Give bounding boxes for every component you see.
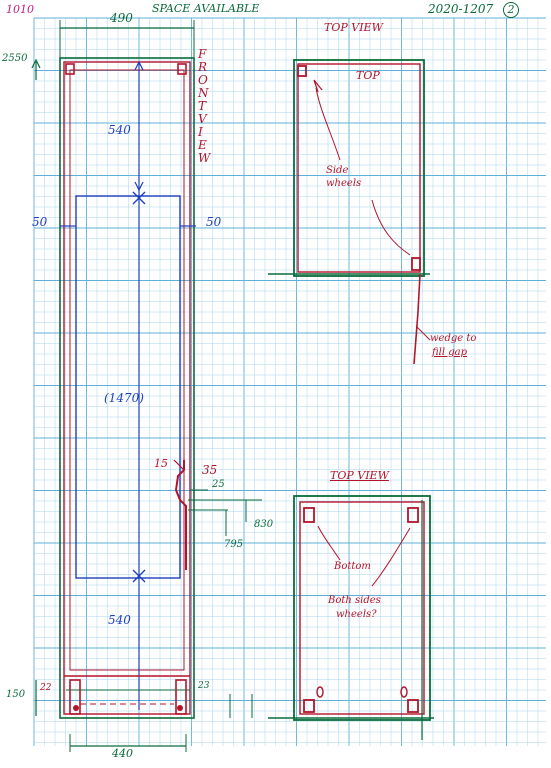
top-view-1-inner [297, 63, 421, 273]
wheel-icon [407, 507, 419, 523]
wedge-note-line-2: fill gap [432, 347, 468, 358]
wedge-note-line-1: wedge to [430, 333, 477, 344]
top-view-2-drawing [268, 495, 434, 740]
wheels-question-note: wheels? [336, 609, 377, 620]
wheel-icon [73, 705, 79, 711]
top-view-1-top-label: TOP [356, 69, 380, 82]
pointer-line [415, 325, 431, 341]
wheel-icon [303, 507, 315, 523]
side-wheel-icon [297, 65, 307, 77]
front-opening-blue [75, 195, 181, 579]
arrow-down-icon [134, 181, 144, 192]
wheel-icon [303, 699, 315, 713]
base-foot-right [175, 679, 187, 715]
top-view-2-outer [293, 495, 431, 721]
dim-label-150: 150 [6, 689, 26, 700]
both-sides-note: Both sides [328, 595, 381, 606]
dim-label-540-bottom: 540 [108, 613, 131, 627]
sheet-date: 2020-1207 [428, 2, 494, 16]
top-view-2-title: TOP VIEW [330, 469, 389, 482]
pointer-line [315, 87, 341, 161]
top-view-2-inner [299, 501, 425, 715]
hinge-icon [177, 63, 187, 75]
front-inner-red [69, 69, 185, 671]
wheel-icon [316, 686, 324, 698]
dim-label-35: 35 [202, 463, 218, 477]
dim-label-25: 25 [212, 479, 225, 490]
front-view-drawing [31, 20, 262, 752]
pointer-line [371, 199, 411, 256]
hinge-icon [65, 63, 75, 75]
pointer-line [371, 527, 411, 587]
top-view-1-title: TOP VIEW [324, 21, 383, 34]
dim-label-2550: 2550 [2, 53, 28, 64]
front-view-label: FRONT VIEW [198, 47, 211, 165]
dim-label-795: 795 [224, 539, 244, 550]
notch-tick [173, 459, 185, 471]
dim-label-830: 830 [254, 519, 274, 530]
base-foot-left [69, 679, 81, 715]
side-wheels-note: Side wheels [326, 165, 362, 189]
dim-label-1470: (1470) [104, 391, 144, 405]
dim-label-490: 490 [110, 11, 133, 25]
dim-label-23: 23 [198, 681, 210, 691]
dim-label-540-top: 540 [108, 123, 131, 137]
dim-label-50-right: 50 [206, 215, 222, 229]
arrow-up-icon [31, 58, 41, 69]
bottom-note: Bottom [334, 561, 371, 572]
sheet-number: 2 [503, 2, 519, 18]
space-available-title: SPACE AVAILABLE [152, 2, 260, 15]
dim-label-15: 15 [154, 457, 168, 470]
cross-mark-icon [132, 569, 146, 583]
pointer-line [317, 525, 341, 561]
wedge-shape [413, 273, 421, 365]
top-view-1-outer [293, 59, 425, 277]
wheel-icon [177, 705, 183, 711]
cross-mark-icon [132, 191, 146, 205]
dim-label-50-left: 50 [32, 215, 48, 229]
top-view-1-drawing [268, 59, 431, 365]
arrow-icon [313, 79, 323, 93]
wheel-icon [400, 686, 408, 698]
sheet-code: 1010 [6, 3, 34, 16]
dim-label-22: 22 [40, 683, 52, 693]
front-outer-green [59, 57, 195, 719]
arrow-up-icon [134, 60, 144, 71]
front-outer-red [63, 61, 191, 715]
dim-label-440: 440 [112, 747, 133, 760]
wheel-icon [407, 699, 419, 713]
side-wheel-icon [411, 257, 421, 271]
